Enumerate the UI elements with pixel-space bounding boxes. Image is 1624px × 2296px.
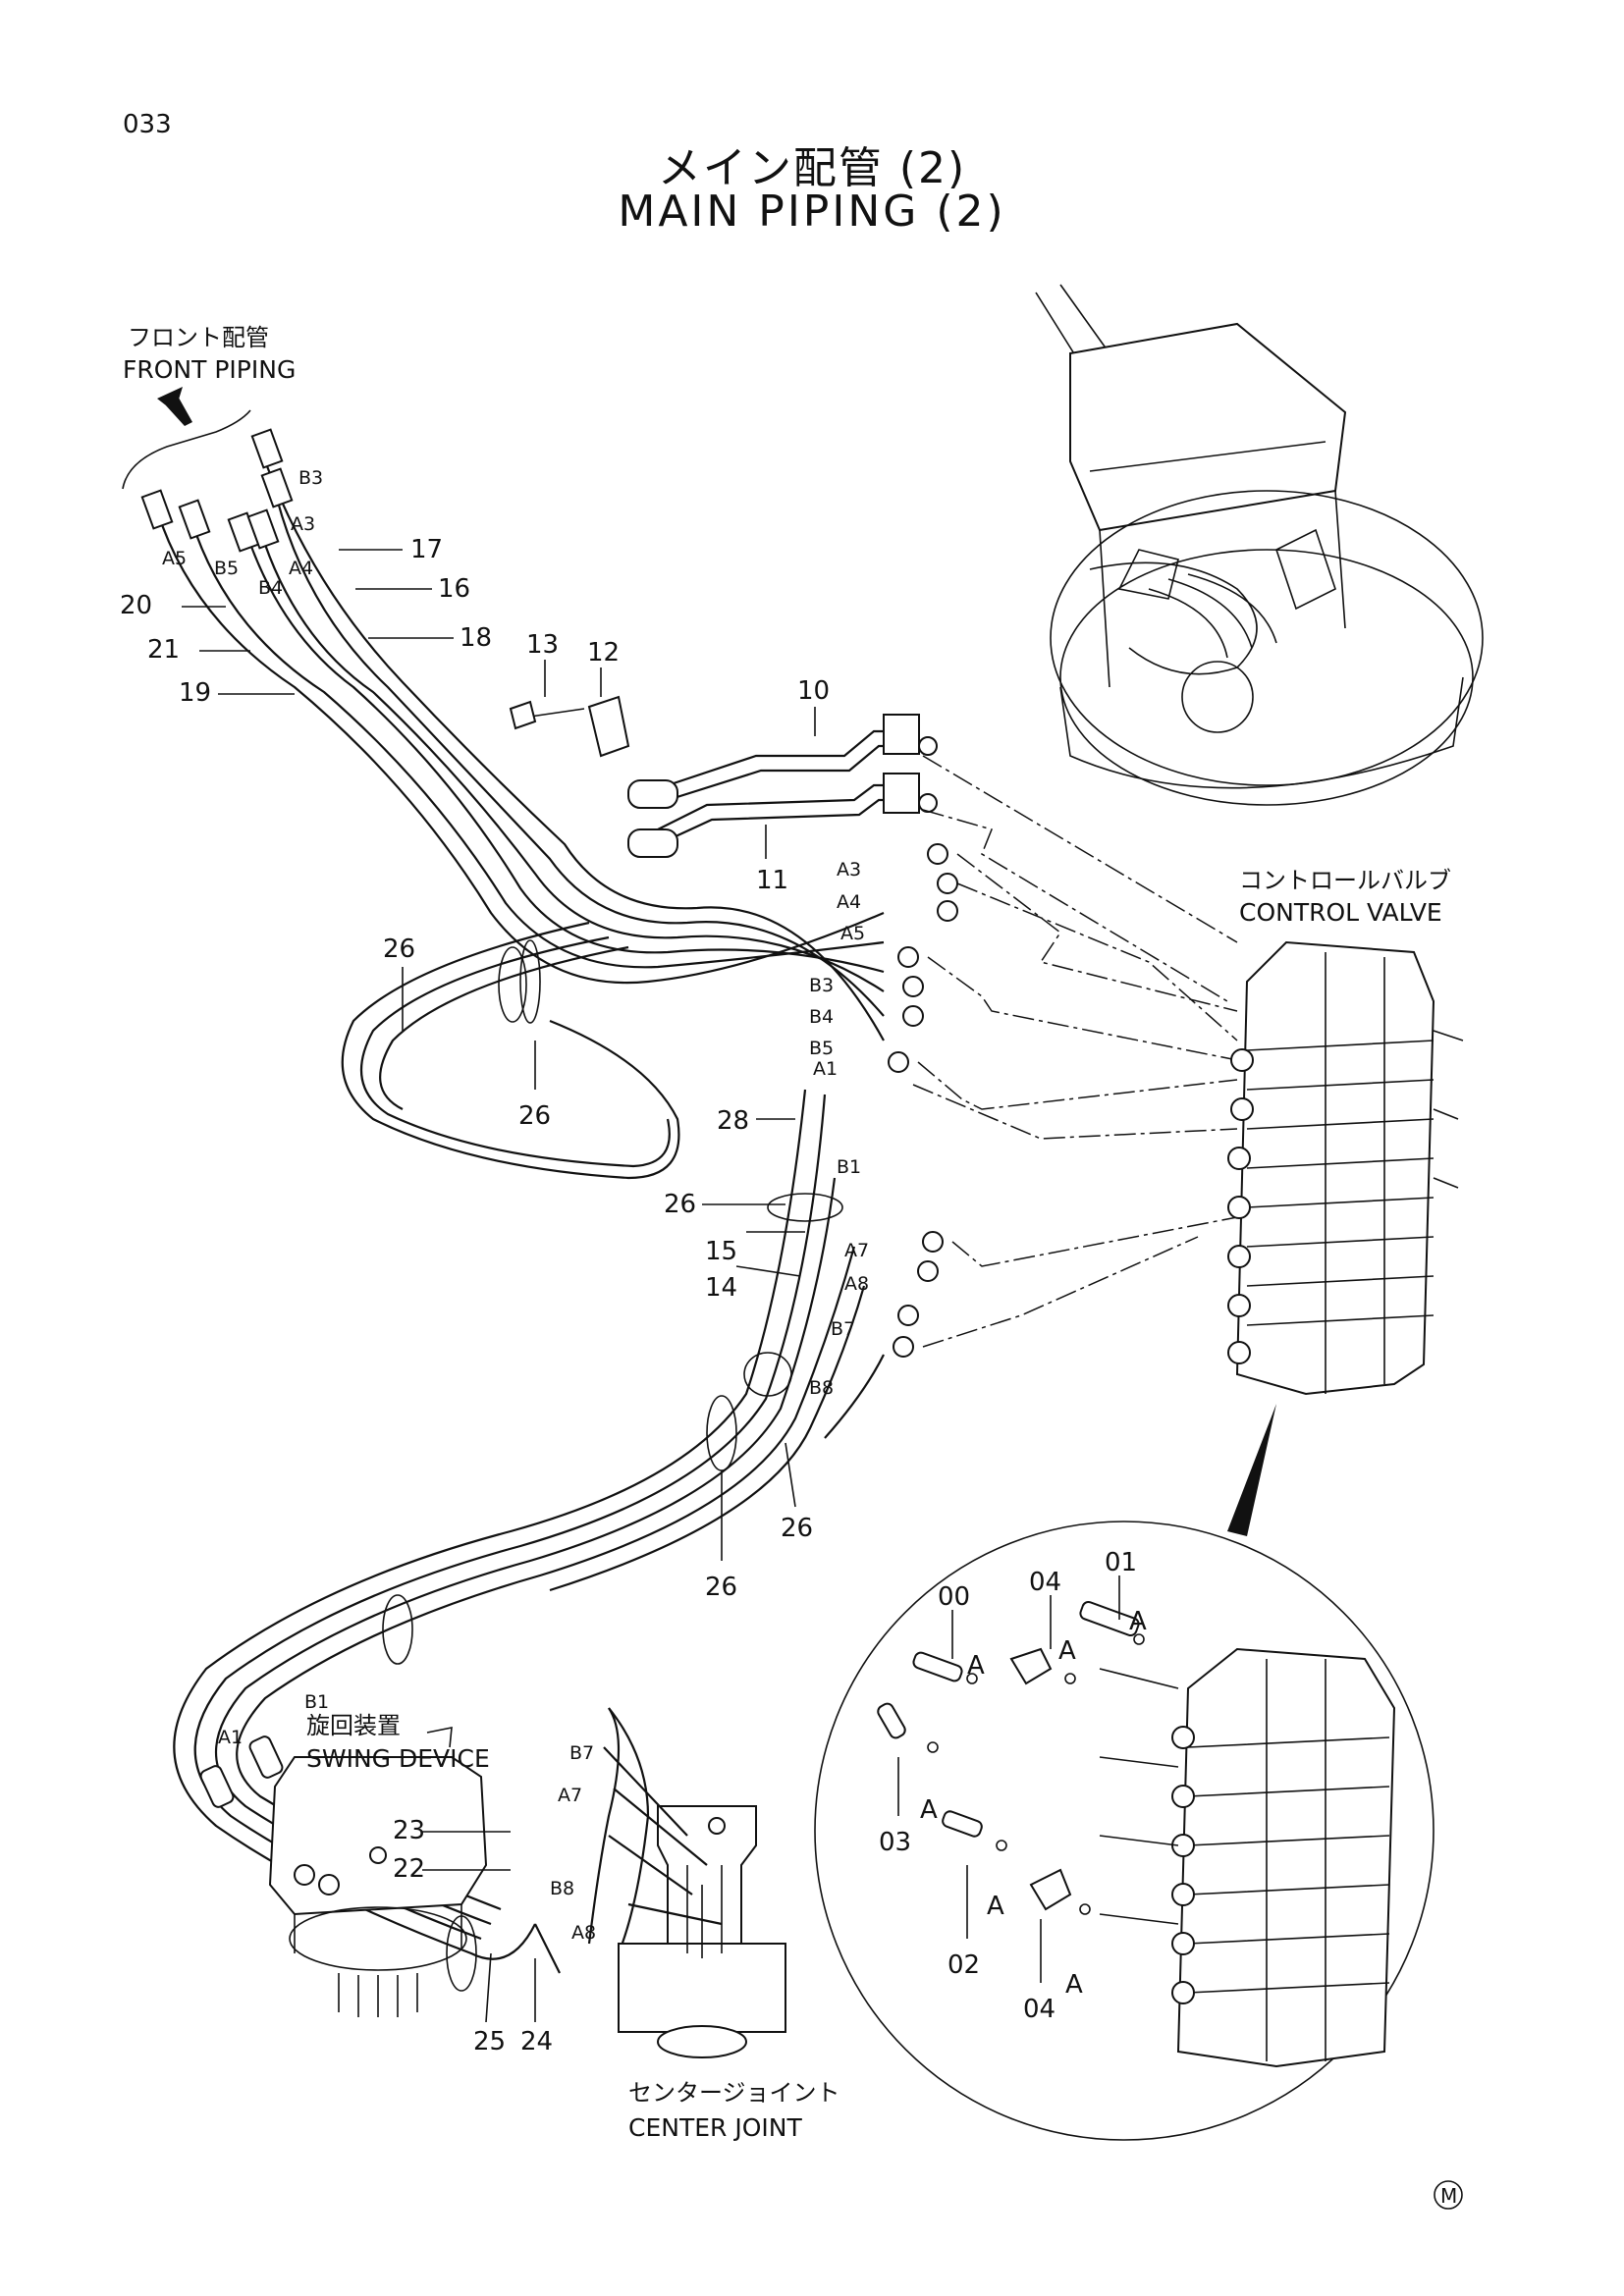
part-number-11: 11: [756, 866, 788, 895]
part-number-18: 18: [460, 623, 492, 653]
control-valve-illustration: [1227, 940, 1464, 1396]
page-number: 033: [123, 110, 172, 139]
part-number-26-top: 26: [383, 934, 415, 964]
detail-a-1: A: [967, 1651, 985, 1681]
swing-device-illustration: [199, 1727, 488, 2017]
detail-number-03: 03: [879, 1828, 911, 1857]
part-number-23: 23: [393, 1816, 425, 1845]
port-label-b3: B3: [298, 467, 323, 489]
cj-port-b8: B8: [550, 1878, 574, 1899]
manual-mark-circle: [1434, 2180, 1463, 2210]
page-title-en: MAIN PIPING (2): [618, 187, 1006, 237]
detail-a-4: A: [920, 1795, 938, 1825]
part-number-19: 19: [179, 678, 211, 708]
detail-a-3: A: [1129, 1607, 1147, 1636]
detail-a-6: A: [1065, 1970, 1083, 2000]
detail-leader-lines: [897, 1575, 1120, 1983]
center-joint-hoses: [603, 1746, 723, 1926]
center-joint-label-jp: センタージョイント: [628, 2079, 840, 2107]
detail-fittings: [877, 1600, 1145, 1915]
page-title-jp: メイン配管 (2): [657, 143, 967, 193]
cv-port-a4: A4: [837, 891, 861, 913]
part-number-26-left: 26: [664, 1190, 696, 1219]
part-number-22: 22: [393, 1854, 425, 1884]
cv-port-b1: B1: [837, 1156, 861, 1178]
center-joint-illustration: [618, 1805, 786, 2058]
control-valve-label-jp: コントロールバルブ: [1239, 867, 1451, 894]
port-label-b4: B4: [258, 577, 283, 599]
pipe-assembly-10-11: [627, 714, 938, 858]
part-number-26-mid: 26: [518, 1101, 551, 1131]
part-number-20: 20: [120, 591, 152, 620]
part-number-24: 24: [520, 2027, 553, 2056]
control-valve-hose-fittings: [888, 843, 958, 1358]
cv-port-a8: A8: [844, 1273, 869, 1295]
manual-mark: M: [1440, 2184, 1457, 2208]
sw-port-a1: A1: [218, 1727, 243, 1748]
control-valve-label-en: CONTROL VALVE: [1239, 898, 1442, 927]
detail-number-01: 01: [1105, 1548, 1137, 1577]
pipe-leader-lines: [544, 660, 816, 859]
part-number-15: 15: [705, 1237, 737, 1266]
cv-port-b5: B5: [809, 1038, 834, 1059]
part-number-25: 25: [473, 2027, 506, 2056]
clamp-12-bolt-13: [509, 695, 630, 758]
center-joint-label-en: CENTER JOINT: [628, 2113, 802, 2142]
port-label-b5: B5: [214, 558, 239, 579]
part-number-12: 12: [587, 638, 620, 667]
cv-port-b3: B3: [809, 975, 834, 996]
detail-pointer: [1227, 1404, 1276, 1536]
swing-leader-lines: [422, 1831, 536, 2023]
port-label-a3: A3: [291, 513, 315, 535]
swing-device-label-en: SWING DEVICE: [306, 1744, 490, 1773]
part-number-13: 13: [526, 630, 559, 660]
detail-circle: [814, 1521, 1435, 2141]
detail-control-valve: [1099, 1647, 1396, 2068]
part-number-10: 10: [797, 676, 830, 706]
cv-port-a3: A3: [837, 859, 861, 881]
part-number-17: 17: [410, 535, 443, 564]
detail-number-02: 02: [947, 1950, 980, 1980]
part-number-21: 21: [147, 635, 180, 665]
detail-a-5: A: [987, 1892, 1004, 1921]
detail-a-2: A: [1058, 1636, 1076, 1666]
cv-port-b4: B4: [809, 1006, 834, 1028]
cv-port-b8: B8: [809, 1377, 834, 1399]
detail-number-04-top: 04: [1029, 1568, 1061, 1597]
front-hose-bundle: [155, 465, 885, 1180]
connection-chain-lines: [912, 755, 1238, 1348]
swing-device-label-jp: 旋回装置: [306, 1712, 401, 1739]
part-number-26-bottom: 26: [705, 1573, 737, 1602]
cv-port-a7: A7: [844, 1240, 869, 1261]
detail-number-00: 00: [938, 1582, 970, 1612]
front-piping-label-en: FRONT PIPING: [123, 355, 296, 384]
lower-leader-lines: [402, 967, 805, 1561]
excavator-body-illustration: [1035, 284, 1484, 806]
cj-port-a8: A8: [571, 1922, 596, 1944]
sw-port-b1: B1: [304, 1691, 329, 1713]
cj-port-a7: A7: [558, 1785, 582, 1806]
part-number-16: 16: [438, 574, 470, 604]
cj-port-b7: B7: [569, 1742, 594, 1764]
part-number-26-right: 26: [781, 1514, 813, 1543]
front-hose-fittings: [140, 428, 294, 553]
front-piping-bracket: [122, 409, 251, 490]
cv-port-a1: A1: [813, 1058, 838, 1080]
part-number-14: 14: [705, 1273, 737, 1303]
cv-port-b7: B7: [831, 1318, 855, 1340]
port-label-a5: A5: [162, 548, 187, 569]
cv-port-a5: A5: [840, 923, 865, 944]
front-leader-lines: [182, 549, 454, 695]
front-piping-label-jp: フロント配管: [128, 324, 269, 351]
detail-number-04-bottom: 04: [1023, 1995, 1056, 2024]
front-direction-arrow-icon: [157, 387, 192, 426]
port-label-a4: A4: [289, 558, 313, 579]
part-number-28: 28: [717, 1106, 749, 1136]
